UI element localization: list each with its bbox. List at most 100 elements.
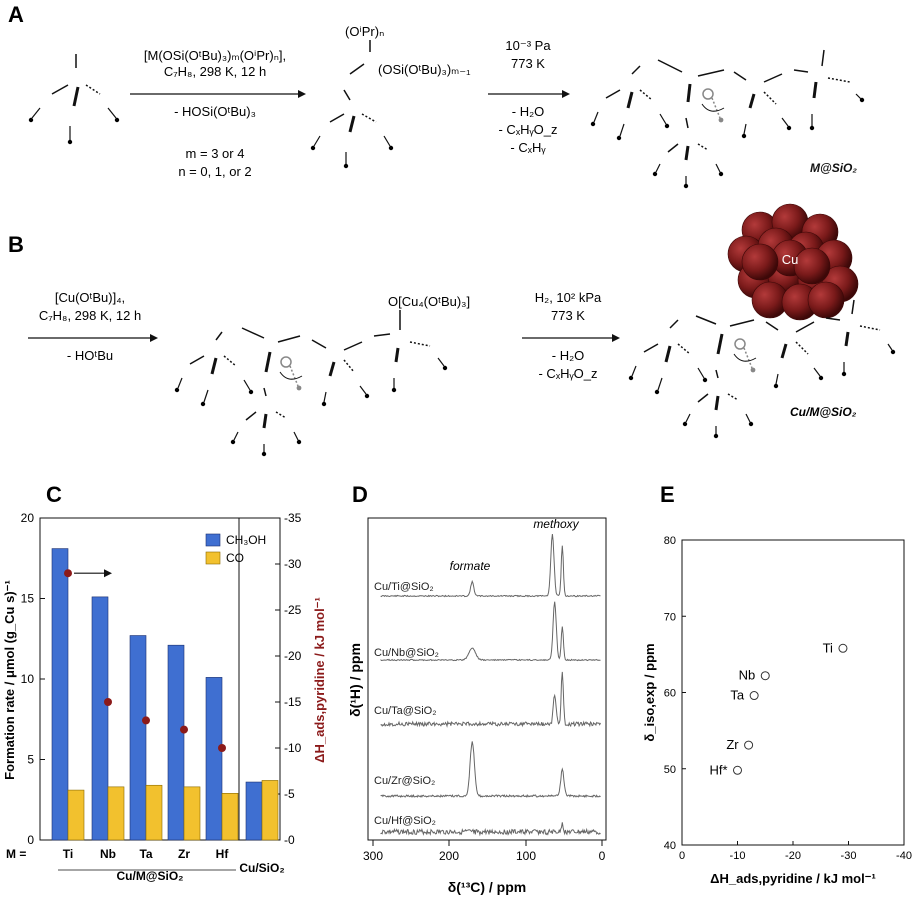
chart-c-y2tick: -10 xyxy=(284,741,302,755)
cu-atom-sphere xyxy=(793,247,831,285)
product-cu-m-sio2: Cu/M@SiO₂ xyxy=(628,299,896,439)
chart-c-ytick: 10 xyxy=(21,672,35,686)
chart-c-ytick: 15 xyxy=(21,592,35,606)
panel-d: D formate methoxy δ(¹H) / ppm δ(¹³C) / p… xyxy=(347,482,607,895)
byproduct-b1: - HOᵗBu xyxy=(67,348,113,363)
bar-co xyxy=(107,786,125,841)
label-formate: formate xyxy=(450,559,491,573)
chart-e-ytick: 80 xyxy=(664,535,676,547)
trace-label-hf: Cu/Hf@SiO₂ xyxy=(374,815,436,827)
chart-e-xtick: -40 xyxy=(896,850,912,862)
trace-label-ta: Cu/Ta@SiO₂ xyxy=(374,705,437,717)
reagent-line1: [M(OSi(OᵗBu)₃)ₘ(OⁱPr)ₙ], xyxy=(144,48,286,63)
n-note: n = 0, 1, or 2 xyxy=(178,164,251,179)
bar-co xyxy=(145,784,163,841)
osi-group: (OSi(OᵗBu)₃)ₘ₋₁ xyxy=(378,62,471,77)
chart-c-ref-label: Cu/SiO₂ xyxy=(239,861,284,875)
bar-ch3oh xyxy=(129,635,147,841)
loss-cxhy-a: - CₓHᵧ xyxy=(510,140,546,155)
cu-atom-sphere xyxy=(741,243,779,281)
chart-c-y2tick: -20 xyxy=(284,649,302,663)
cu-cluster-label: Cu xyxy=(782,252,799,267)
chart-c-group-label: Cu/M@SiO₂ xyxy=(116,869,183,883)
chart-e-xtick: -20 xyxy=(785,850,801,862)
nmr-trace xyxy=(380,534,601,598)
nmr-xtick: 0 xyxy=(599,849,606,863)
nmr-trace xyxy=(380,822,601,837)
panel-e-letter: E xyxy=(660,482,675,507)
nmr-xtick: 200 xyxy=(439,849,459,863)
nmr-xtick: 300 xyxy=(363,849,383,863)
panel-b: B [Cu(OᵗBu)]₄, C₇H₈, 298 K, 12 h - HOᵗBu… xyxy=(8,203,896,457)
chart-c-y2tick: -0 xyxy=(284,833,295,847)
scatter-label: Zr xyxy=(726,737,739,752)
product-m-sio2: M@SiO₂ xyxy=(590,49,865,189)
chart-c-y2tick: -5 xyxy=(284,787,295,801)
dhads-point xyxy=(218,744,226,752)
chart-e-xtick: -10 xyxy=(730,850,746,862)
oipr-group: (OⁱPr)ₙ xyxy=(345,24,384,39)
trace-label-zr: Cu/Zr@SiO₂ xyxy=(374,775,435,787)
nmr-ylabel: δ(¹H) / ppm xyxy=(347,643,363,717)
panel-b-letter: B xyxy=(8,232,24,257)
silanol-structure xyxy=(28,54,120,145)
chart-c-m-prefix: M = xyxy=(6,847,26,861)
bar-ch3oh xyxy=(167,644,185,841)
panel-c: C 05101520-0-5-10-15-20-25-30-35Formatio… xyxy=(2,482,327,883)
legend-label-co: CO xyxy=(226,551,244,565)
dhads-point xyxy=(64,569,72,578)
loss-cxhyoz-b: - CₓHᵧO_z xyxy=(538,366,597,381)
scatter-label: Ti xyxy=(823,640,833,655)
nmr-frame xyxy=(367,517,607,841)
bar-co xyxy=(67,789,85,841)
chart-c-ylabel: Formation rate / μmol (g_Cu s)⁻¹ xyxy=(2,580,17,780)
arrow-head xyxy=(104,569,112,578)
cond-gas-b: H₂, 10² kPa xyxy=(535,290,602,305)
bar-co xyxy=(183,786,201,841)
cu-grafted-intermediate: O[Cu₄(OᵗBu)₃] xyxy=(174,294,470,457)
bar-ch3oh xyxy=(205,677,223,841)
loss-cxhyoz-a: - CₓHᵧO_z xyxy=(498,122,557,137)
chart-c-category: Hf xyxy=(216,847,230,861)
chart-e-xtick: -30 xyxy=(841,850,857,862)
nmr-trace xyxy=(380,671,601,728)
bar-co xyxy=(261,780,279,841)
chart-c-category: Nb xyxy=(100,847,116,861)
nmr-trace xyxy=(380,741,601,798)
label-methoxy: methoxy xyxy=(533,517,579,531)
panel-e: E 0-10-20-30-404050607080TiNbTaZrHf*ΔH_a… xyxy=(642,482,912,886)
nmr-xlabel: δ(¹³C) / ppm xyxy=(448,879,526,895)
scatter-point xyxy=(749,691,759,701)
bar-ch3oh xyxy=(51,548,69,841)
chart-c-ytick: 5 xyxy=(27,753,34,767)
bar-ch3oh xyxy=(245,781,263,841)
trace-label-ti: Cu/Ti@SiO₂ xyxy=(374,581,434,593)
product-label-a: M@SiO₂ xyxy=(810,161,857,175)
chart-e-ytick: 40 xyxy=(664,840,676,852)
chart-c-y2label: ΔH_ads,pyridine / kJ mol⁻¹ xyxy=(312,597,327,763)
loss-h2o-a: - H₂O xyxy=(512,104,545,119)
chart-e-ylabel: δ_iso,exp / ppm xyxy=(642,643,657,741)
grafted-precursor: (OⁱPr)ₙ (OSi(OᵗBu)₃)ₘ₋₁ xyxy=(310,24,471,169)
legend-label-ch3oh: CH₃OH xyxy=(226,533,266,547)
dhads-point xyxy=(180,725,188,734)
m-note: m = 3 or 4 xyxy=(186,146,245,161)
chart-e-frame xyxy=(681,539,905,846)
chart-c-ytick: 20 xyxy=(21,511,35,525)
dhads-point xyxy=(104,698,112,706)
scatter-label: Hf* xyxy=(709,762,727,777)
nmr-xticks: 300 200 100 0 xyxy=(363,840,606,863)
nmr-trace xyxy=(380,601,601,662)
cu-atom-sphere xyxy=(807,281,845,319)
scatter-label: Nb xyxy=(739,668,756,683)
bar-co xyxy=(221,793,239,841)
chart-e-ytick: 60 xyxy=(664,688,676,700)
panel-c-letter: C xyxy=(46,482,62,507)
chart-e-ytick: 70 xyxy=(664,611,676,623)
cond-pressure: 10⁻³ Pa xyxy=(505,38,551,53)
panel-a-letter: A xyxy=(8,2,24,27)
chart-e-ytick: 50 xyxy=(664,764,676,776)
legend-swatch-co xyxy=(205,551,221,565)
chart-c-category: Ti xyxy=(63,847,73,861)
